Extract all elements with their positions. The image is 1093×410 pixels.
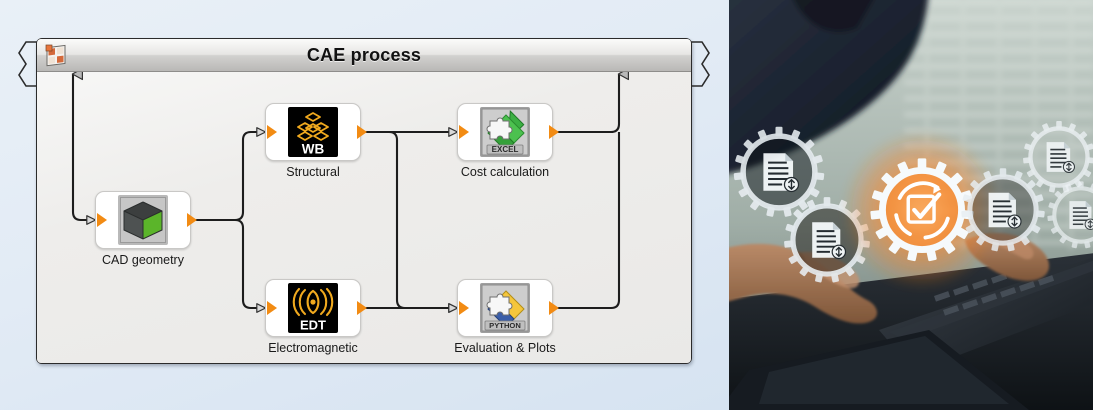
- icon-caption: EXCEL: [492, 145, 519, 154]
- icon-caption: EDT: [300, 318, 326, 333]
- gear-check: [842, 130, 1002, 290]
- node-label: Structural: [286, 165, 340, 179]
- input-port[interactable]: [459, 125, 469, 139]
- output-port[interactable]: [549, 125, 559, 139]
- document-gear-icon: [812, 222, 847, 260]
- input-port[interactable]: [267, 301, 277, 315]
- panel-left-bracket-icon: [18, 41, 38, 87]
- document-gear-icon: [988, 192, 1022, 229]
- ansys-workbench-icon: WB: [288, 107, 338, 157]
- node-evaluation-plots-box[interactable]: PYTHON: [457, 279, 559, 337]
- panel-right-bracket-icon: [690, 41, 710, 87]
- photo-panel: [729, 0, 1093, 410]
- node-electromagnetic[interactable]: EDT Electromagnetic: [265, 279, 367, 355]
- document-gear-icon: [1069, 201, 1093, 230]
- node-label: Electromagnetic: [268, 341, 358, 355]
- node-structural-box[interactable]: WB: [265, 103, 367, 161]
- page-title: CAE process: [306, 44, 422, 65]
- node-electromagnetic-box[interactable]: EDT: [265, 279, 367, 337]
- node-label: Evaluation & Plots: [454, 341, 556, 355]
- workflow-body: CAD geometry: [37, 72, 691, 363]
- output-port[interactable]: [357, 125, 367, 139]
- icon-caption: PYTHON: [489, 321, 521, 330]
- workflow-canvas: CAE process: [0, 0, 729, 410]
- input-port[interactable]: [97, 213, 107, 227]
- output-port[interactable]: [357, 301, 367, 315]
- document-gear-icon: [1046, 142, 1075, 173]
- workflow-titlebar[interactable]: CAE process: [37, 39, 691, 72]
- output-port[interactable]: [549, 301, 559, 315]
- gear-doc-5: [1047, 181, 1093, 249]
- node-cad-geometry[interactable]: CAD geometry: [95, 191, 197, 267]
- node-cost-calculation[interactable]: EXCEL Cost calculation: [457, 103, 559, 179]
- workflow-panel[interactable]: CAE process: [18, 38, 710, 364]
- laptop-gears-photograph: [729, 0, 1093, 410]
- icon-caption: WB: [302, 142, 325, 157]
- node-cad-geometry-box[interactable]: [95, 191, 197, 249]
- node-label: Cost calculation: [460, 165, 550, 179]
- workflow-process-icon: [45, 44, 66, 67]
- gear-doc-1: [733, 126, 825, 217]
- input-port[interactable]: [459, 301, 469, 315]
- cad-cube-icon: [118, 195, 168, 245]
- node-label: CAD geometry: [102, 253, 184, 267]
- gear-doc-3: [961, 168, 1045, 252]
- document-gear-icon: [763, 153, 800, 193]
- node-cost-calculation-box[interactable]: EXCEL: [457, 103, 559, 161]
- gear-overlay-group: [733, 121, 1093, 290]
- workflow-connections: [71, 72, 629, 313]
- node-evaluation-plots[interactable]: PYTHON Evaluation & Plots: [454, 279, 559, 355]
- excel-script-icon: EXCEL: [480, 107, 530, 157]
- python-script-icon: PYTHON: [480, 283, 530, 333]
- input-port[interactable]: [267, 125, 277, 139]
- ansys-edt-icon: EDT: [288, 283, 338, 333]
- output-port[interactable]: [187, 213, 197, 227]
- node-structural[interactable]: WB Structural: [265, 103, 367, 179]
- gear-doc-4: [1022, 121, 1093, 193]
